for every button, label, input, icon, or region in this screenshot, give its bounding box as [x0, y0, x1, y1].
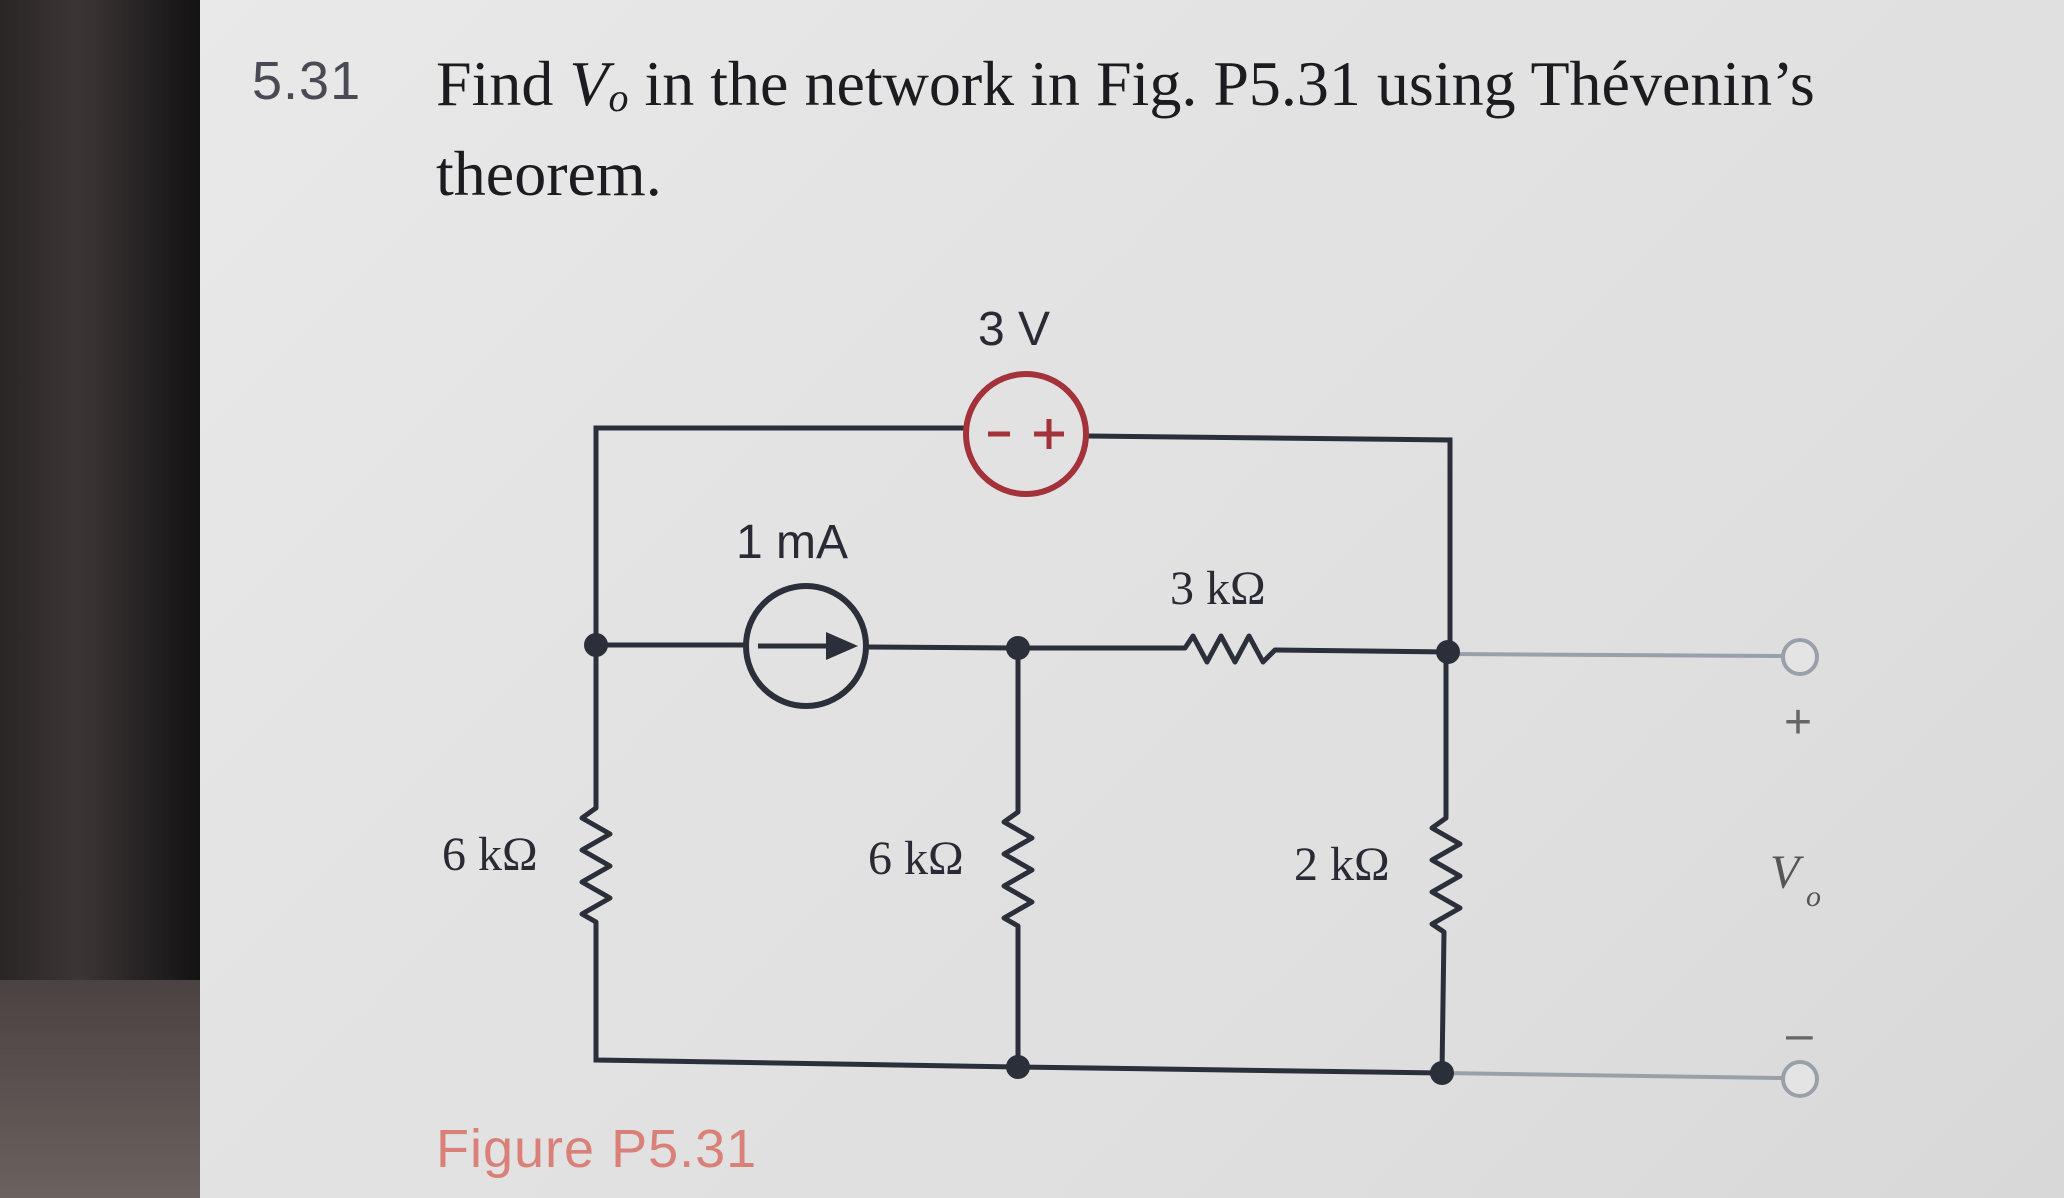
- label-r-middle: 6 kΩ: [868, 832, 964, 885]
- voltage-source-3v: [963, 371, 1089, 497]
- resistors: [579, 633, 1463, 935]
- wire-bottom-right: [1015, 1064, 1445, 1076]
- output-var: V: [1770, 846, 1804, 899]
- lead-top: [1449, 652, 1783, 658]
- wire-top-left: [593, 425, 967, 648]
- problem-variable: Vo: [569, 48, 629, 120]
- problem-statement: Find Vo in the network in Fig. P5.31 usi…: [436, 46, 1936, 212]
- screen-area: [200, 0, 2064, 1198]
- resistor-6k-middle: [1001, 809, 1035, 929]
- wire-mid-4: [1272, 647, 1453, 655]
- nodes: [584, 633, 1460, 1085]
- wire-top-right: [1085, 433, 1453, 653]
- node-right-top: [1436, 640, 1460, 664]
- problem-text-after: in the network in Fig. P5.31 using Théve…: [436, 48, 1815, 209]
- output-minus-sign: –: [1786, 1008, 1813, 1061]
- label-r-series: 3 kΩ: [1170, 562, 1266, 615]
- resistor-3k-series: [1182, 633, 1277, 665]
- node-left: [584, 633, 608, 657]
- terminal-bottom: [1781, 1060, 1819, 1098]
- resistor-2k-right: [1429, 815, 1463, 935]
- node-right-bottom: [1430, 1061, 1454, 1085]
- wires: [593, 425, 1453, 1076]
- figure-caption: Figure P5.31: [436, 1119, 758, 1179]
- problem-number: 5.31: [252, 51, 362, 111]
- node-middle-bottom: [1006, 1055, 1030, 1079]
- node-middle-top: [1006, 636, 1030, 660]
- wire-right-lower: [1439, 929, 1447, 1076]
- output-leads: [1441, 638, 1819, 1098]
- terminal-top: [1781, 638, 1819, 676]
- output-var-sub: o: [1806, 880, 1821, 913]
- problem-text-before: Find: [436, 48, 570, 119]
- desk-surface: [0, 980, 200, 1198]
- label-r-right: 2 kΩ: [1294, 838, 1390, 891]
- label-current-source: 1 mA: [736, 516, 848, 569]
- resistor-6k-left: [579, 805, 613, 925]
- voltage-source-circle: [963, 371, 1089, 497]
- current-arrow-head-icon: [826, 632, 858, 660]
- label-r-left: 6 kΩ: [442, 828, 538, 881]
- label-voltage-source: 3 V: [978, 303, 1050, 356]
- wire-mid-2: [863, 644, 1021, 651]
- wire-bottom-left: [593, 919, 1021, 1070]
- output-plus-sign: +: [1784, 696, 1812, 749]
- lead-bottom: [1441, 1071, 1783, 1080]
- current-source-1ma: [743, 583, 869, 709]
- current-source-circle: [743, 583, 869, 709]
